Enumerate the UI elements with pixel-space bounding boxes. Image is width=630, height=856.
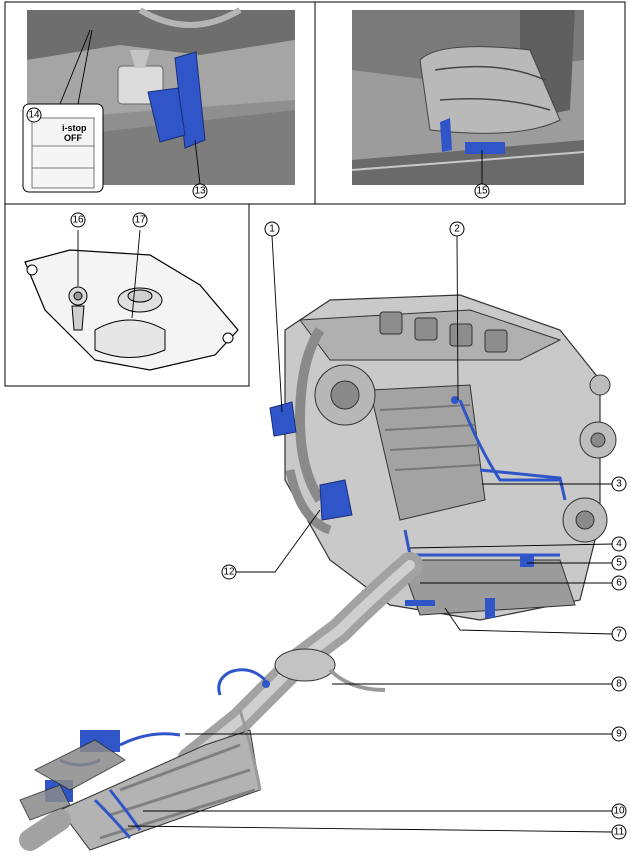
callout-8-label: 8 — [616, 679, 622, 690]
callout-10-label: 10 — [613, 806, 625, 817]
callout-11-label: 11 — [614, 827, 625, 838]
callout-3-label: 3 — [616, 479, 622, 490]
callout-17-label: 17 — [134, 215, 146, 226]
callout-15: 15 — [474, 183, 490, 199]
istop-label-line2: OFF — [64, 133, 82, 143]
callout-13: 13 — [192, 183, 208, 199]
callout-16-label: 16 — [72, 215, 84, 226]
callout-2-label: 2 — [454, 224, 460, 235]
istop-switch-inset: i-stop OFF — [22, 29, 104, 193]
accelerator-pedal — [147, 51, 206, 149]
callout-4: 4 — [611, 536, 627, 552]
callout-7-label: 7 — [616, 629, 622, 640]
istop-label-line1: i-stop — [62, 123, 87, 133]
callout-15-label: 15 — [476, 186, 488, 197]
callout-3: 3 — [611, 476, 627, 492]
callout-13-label: 13 — [194, 186, 206, 197]
callout-7: 7 — [611, 626, 627, 642]
callout-2: 2 — [449, 221, 465, 237]
callout-1-label: 1 — [269, 224, 275, 235]
engine-assembly — [269, 294, 617, 621]
callout-16: 16 — [70, 212, 86, 228]
panel-pedal-area: i-stop OFF — [4, 1, 316, 205]
callout-4-label: 4 — [616, 539, 622, 550]
callout-10: 10 — [611, 803, 627, 819]
callout-11: 11 — [611, 824, 627, 840]
exhaust-system — [19, 552, 423, 851]
callout-12-label: 12 — [223, 567, 235, 578]
callout-14: 14 — [26, 107, 42, 123]
seat — [419, 10, 575, 134]
callout-14-label: 14 — [28, 110, 40, 121]
callout-5-label: 5 — [616, 558, 622, 569]
callout-12: 12 — [221, 564, 237, 580]
callout-1: 1 — [264, 221, 280, 237]
callout-9: 9 — [611, 726, 627, 742]
callouts: 1 2 3 4 5 6 7 8 9 10 11 — [26, 107, 627, 840]
panel-engine-mount — [4, 203, 250, 387]
callout-6-label: 6 — [616, 578, 622, 589]
panel-seat-area — [314, 1, 626, 205]
callout-9-label: 9 — [616, 729, 622, 740]
callout-6: 6 — [611, 575, 627, 591]
leader-lines — [127, 139, 613, 833]
callout-17: 17 — [132, 212, 148, 228]
callout-8: 8 — [611, 676, 627, 692]
callout-5: 5 — [611, 555, 627, 571]
